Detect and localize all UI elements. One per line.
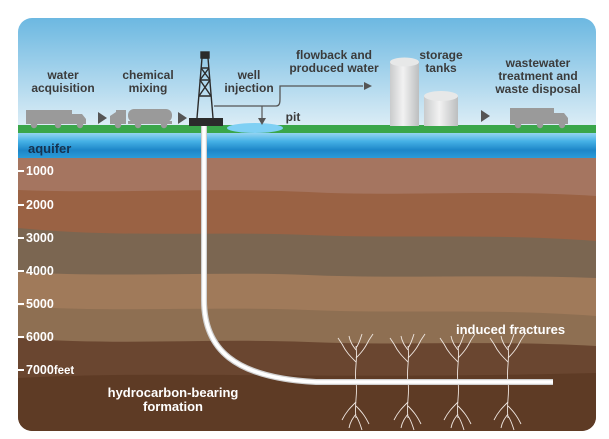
depth-label-5000: 5000 bbox=[26, 297, 54, 311]
fracture-cluster bbox=[489, 333, 526, 431]
fracture-line bbox=[400, 413, 409, 429]
fracture-line bbox=[450, 335, 459, 351]
arrow-to-disposal bbox=[481, 110, 490, 122]
stratum-6-shade bbox=[18, 373, 596, 431]
arrow-to-tanks bbox=[364, 82, 372, 90]
drilling-rig bbox=[196, 51, 214, 119]
fracture-line bbox=[355, 333, 363, 349]
waste-truck bbox=[510, 108, 568, 129]
storage-tank-tall bbox=[390, 57, 419, 126]
fracture-line bbox=[500, 335, 509, 351]
fracture-line bbox=[457, 415, 465, 431]
label-pit: pit bbox=[285, 110, 301, 124]
depth-ticks bbox=[18, 170, 24, 371]
fracture-line bbox=[457, 333, 465, 349]
stratum-1 bbox=[18, 156, 596, 198]
fracture-line bbox=[507, 339, 522, 359]
depth-label-7000: 7000feet bbox=[26, 364, 74, 378]
fracture-line bbox=[355, 405, 370, 425]
depth-label-4000: 4000 bbox=[26, 264, 54, 278]
fracture-cluster bbox=[439, 333, 476, 431]
fracture-line bbox=[341, 343, 357, 363]
fracture-line bbox=[400, 335, 409, 351]
fracture-line bbox=[520, 333, 526, 341]
fracture-line bbox=[507, 415, 515, 431]
depth-unit: feet bbox=[53, 365, 75, 377]
flowback-pipe bbox=[214, 85, 363, 107]
fracture-line bbox=[393, 343, 409, 363]
stratum-2 bbox=[18, 190, 596, 243]
stratum-4 bbox=[18, 272, 596, 318]
ground-strip bbox=[18, 125, 596, 133]
aquifer-band bbox=[18, 132, 596, 158]
depth-label-2000: 2000 bbox=[26, 198, 54, 212]
fracture-line bbox=[407, 405, 422, 425]
pit-water bbox=[227, 123, 283, 133]
water-truck bbox=[26, 110, 86, 129]
wellbore bbox=[202, 126, 553, 384]
arrow-to-well bbox=[178, 112, 187, 124]
stratum-3 bbox=[18, 228, 596, 280]
rig-platform bbox=[189, 118, 223, 126]
fracture-line bbox=[355, 415, 363, 431]
fracture-line bbox=[493, 343, 509, 363]
fracture-line bbox=[348, 335, 357, 351]
fracture-line bbox=[348, 413, 357, 429]
fracture-line bbox=[355, 339, 370, 359]
fracture-line bbox=[407, 415, 415, 431]
diagram-canvas bbox=[18, 18, 596, 431]
label-induced-fractures: induced fractures bbox=[456, 322, 566, 337]
fracture-line bbox=[493, 401, 509, 421]
arrow-to-pit bbox=[258, 118, 266, 125]
fracture-line bbox=[443, 401, 459, 421]
fracture-line bbox=[489, 337, 495, 345]
fracture-line bbox=[507, 333, 515, 349]
arrow-to-mixing bbox=[98, 112, 107, 124]
fracture-line bbox=[450, 413, 459, 429]
fracture-line bbox=[407, 339, 422, 359]
fracture-line bbox=[368, 333, 374, 341]
fracture-line bbox=[393, 401, 409, 421]
fracture-line bbox=[457, 405, 472, 425]
fracture-line bbox=[500, 413, 509, 429]
storage-tank-short bbox=[424, 91, 458, 126]
fracture-line bbox=[407, 333, 415, 349]
fracture-line bbox=[420, 333, 426, 341]
label-aquifer: aquifer bbox=[28, 141, 72, 156]
fracture-line bbox=[337, 337, 343, 345]
fracture-line bbox=[507, 405, 522, 425]
depth-label-7000-value: 7000 bbox=[26, 363, 54, 377]
depth-label-6000: 6000 bbox=[26, 330, 54, 344]
sky bbox=[18, 18, 596, 126]
fracture-line bbox=[341, 401, 357, 421]
tanker-truck bbox=[110, 109, 172, 129]
fracture-line bbox=[439, 337, 445, 345]
fracture-line bbox=[457, 339, 472, 359]
fracture-line bbox=[389, 337, 395, 345]
depth-label-1000: 1000 bbox=[26, 164, 54, 178]
fracture-line bbox=[470, 333, 476, 341]
fracture-line bbox=[443, 343, 459, 363]
depth-label-3000: 3000 bbox=[26, 231, 54, 245]
